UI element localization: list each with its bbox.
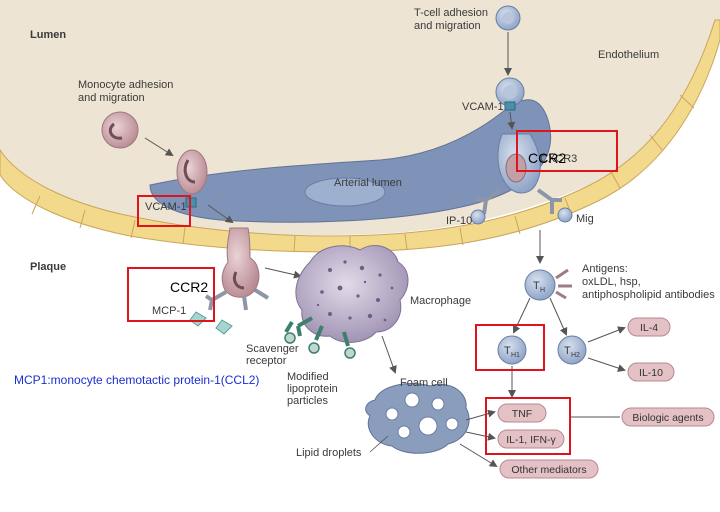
highlight-ccr2-bottom <box>127 267 215 322</box>
svg-text:H2: H2 <box>571 352 580 359</box>
cxcr3-label: CXCR3 <box>540 153 577 165</box>
macrophage-granules <box>316 260 394 322</box>
biologic-agents-pill <box>621 407 715 427</box>
macrophage-label: Macrophage <box>410 295 471 307</box>
lipid-droplets-label: Lipid droplets <box>296 447 362 459</box>
antigens-label-3: antiphospholipid antibodies <box>582 289 715 301</box>
svg-text:IL-10: IL-10 <box>639 367 663 379</box>
highlight-cytokines <box>485 397 571 455</box>
tnf-pill <box>497 403 547 423</box>
svg-text:Biologic agents: Biologic agents <box>632 412 703 424</box>
mcp1-note: MCP1:monocyte chemotactic protein-1(CCL2… <box>14 373 259 387</box>
mig-molecule <box>557 207 573 223</box>
lipoprotein-label-3: particles <box>287 395 328 407</box>
mcp1-label: MCP-1 <box>152 305 186 317</box>
monocyte-adhesion-label-2: and migration <box>78 92 145 104</box>
plaque-label: Plaque <box>30 261 66 273</box>
nucleus <box>304 177 386 207</box>
lumen-label: Lumen <box>30 29 66 41</box>
other-mediators-pill <box>499 459 599 479</box>
cxcr3-receptors <box>476 188 562 215</box>
highlight-vcam-left <box>137 195 191 227</box>
arterial-cell <box>149 99 552 223</box>
ip10-label: IP-10 <box>446 215 472 227</box>
il4-pill <box>627 317 671 337</box>
vcam-right-label: VCAM-1 <box>462 101 504 113</box>
ip10-molecule <box>470 209 486 225</box>
endothelium-label: Endothelium <box>598 49 659 61</box>
antigens-label-1: Antigens: <box>582 263 628 275</box>
svg-text:IL-4: IL-4 <box>640 322 658 334</box>
svg-text:T: T <box>564 345 571 357</box>
th1-cell-icon <box>497 335 527 365</box>
ccr2-receptors <box>204 288 270 311</box>
il10-pill <box>627 362 675 382</box>
il1-ifn-pill <box>497 429 565 449</box>
ccr2-bottom-label: CCR2 <box>170 279 208 295</box>
highlight-boxes <box>127 130 618 455</box>
monocyte-icon <box>101 111 139 149</box>
highlight-ccr2-top <box>516 130 618 172</box>
tcell-adhesion-label-2: and migration <box>414 20 481 32</box>
arterial-lumen-label: Arterial lumen <box>334 177 402 189</box>
ccr2-top-label: CCR2 <box>528 150 566 166</box>
svg-text:IL-1, IFN-γ: IL-1, IFN-γ <box>506 434 556 446</box>
mig-label: Mig <box>576 213 594 225</box>
scavenger-receptor-label-1: Scavenger <box>246 343 299 355</box>
svg-text:TNF: TNF <box>512 408 532 420</box>
antigens-label-2: oxLDL, hsp, <box>582 276 641 288</box>
endothelium-segments <box>31 94 695 253</box>
lipoprotein-label-1: Modified <box>287 371 329 383</box>
vcam-left-label: VCAM-1 <box>145 201 187 213</box>
vcam-right-molecule <box>504 101 516 111</box>
svg-text:Other mediators: Other mediators <box>511 464 586 476</box>
svg-text:H: H <box>540 287 545 294</box>
svg-text:H1: H1 <box>511 352 520 359</box>
highlight-th1 <box>475 324 545 371</box>
svg-text:T: T <box>504 345 511 357</box>
foam-cell-label: Foam cell <box>400 377 448 389</box>
antigen-receptors <box>555 268 572 300</box>
th-cell-icon <box>524 269 556 301</box>
th2-cell-icon <box>557 335 587 365</box>
lipid-droplet-icons <box>385 392 459 439</box>
macrophage-icon <box>295 245 409 343</box>
mcp1-molecule <box>189 311 207 327</box>
th-label: T <box>533 280 540 292</box>
tcell-adhesion-label-1: T-cell adhesion <box>414 7 488 19</box>
scavenger-receptors <box>284 316 350 347</box>
scavenger-receptor-label-2: receptor <box>246 355 287 367</box>
rolling-monocyte-icon <box>176 149 208 195</box>
lipoprotein-label-2: lipoprotein <box>287 383 338 395</box>
lipoprotein-particles <box>284 332 356 359</box>
monocyte-adhesion-label-1: Monocyte adhesion <box>78 79 173 91</box>
